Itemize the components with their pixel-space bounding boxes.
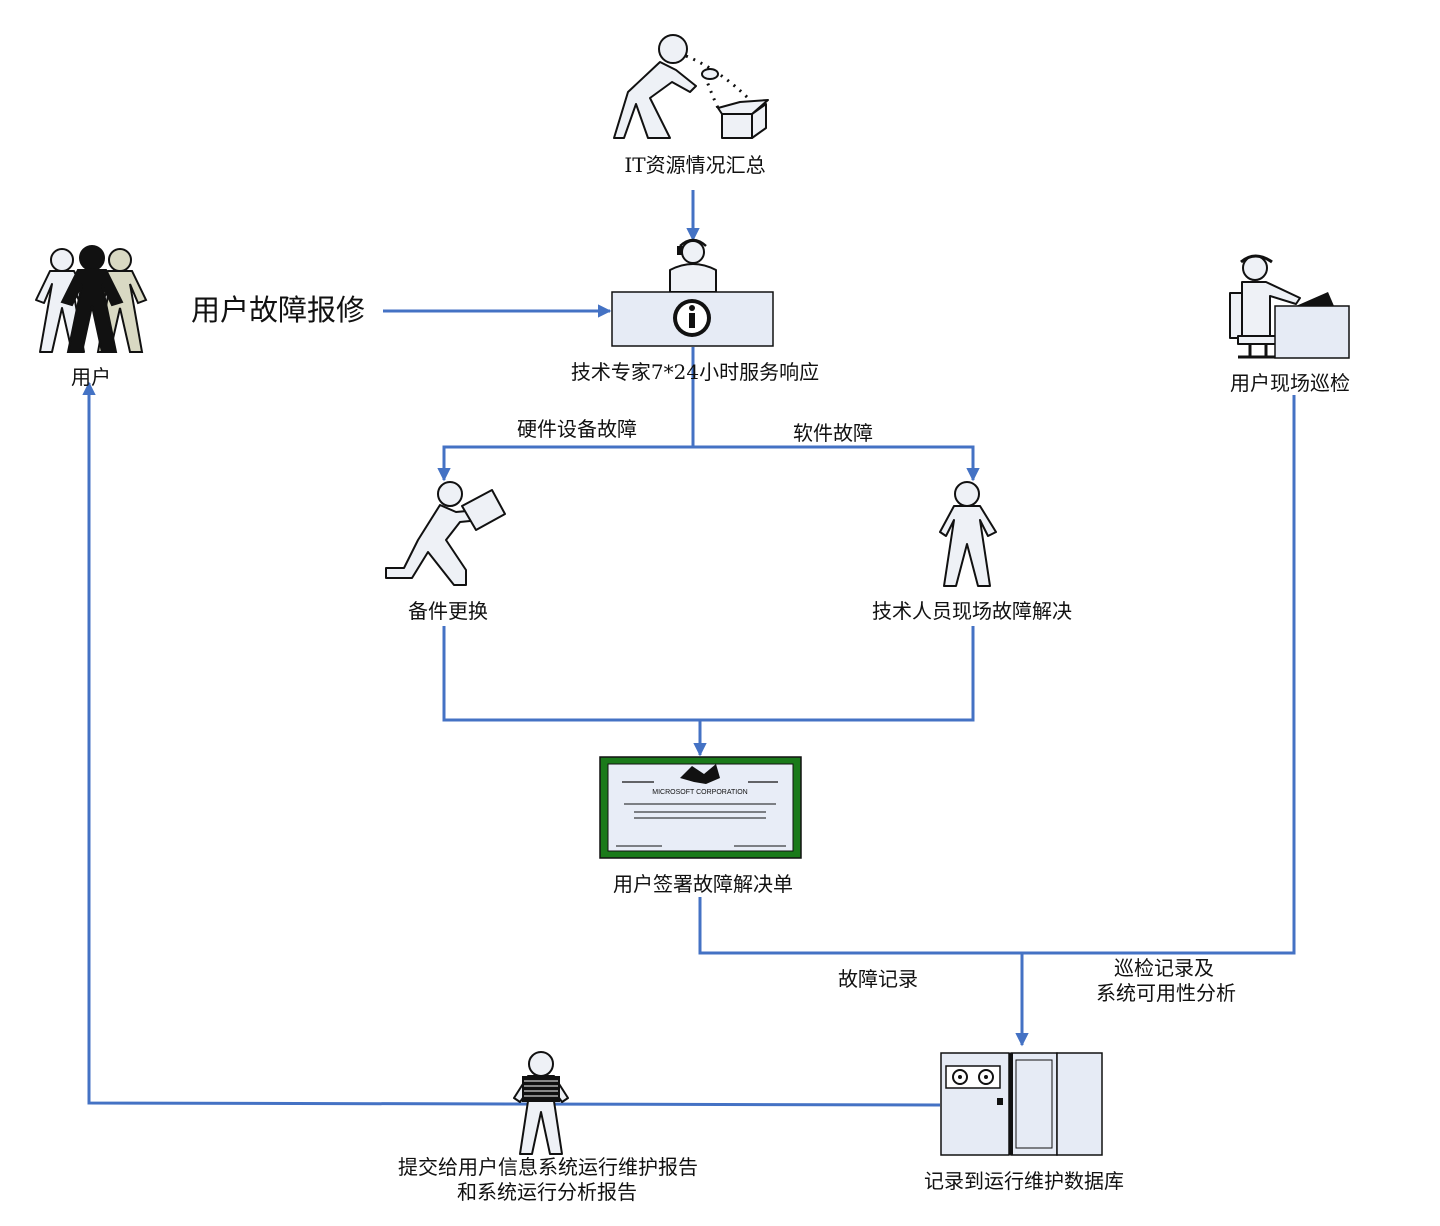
connector-tech-down [700,626,975,722]
label-user: 用户 [71,365,111,389]
label-spare-replace: 备件更换 [408,599,488,623]
label-inspect-line2: 系统可用性分析 [1096,981,1236,1005]
certificate-icon: MICROSOFT CORPORATION [599,756,802,859]
connector-certificate-to-db-line [698,395,1296,955]
box-inspector-icon [613,34,769,139]
label-onsite-fix: 技术人员现场故障解决 [872,599,1072,623]
label-sign-form: 用户签署故障解决单 [613,872,793,896]
runner-icon [385,481,506,586]
label-hardware-fault: 硬件设备故障 [517,417,637,441]
label-software-fault: 软件故障 [793,421,873,445]
workstation-icon [1229,254,1350,359]
certificate-text: MICROSOFT CORPORATION [652,789,747,796]
connectors [82,190,1296,1107]
label-db-record: 记录到运行维护数据库 [924,1169,1124,1193]
label-it-summary: IT资源情况汇总 [624,153,765,177]
label-user-report: 用户故障报修 [191,293,365,327]
label-onsite-inspection: 用户现场巡检 [1230,371,1350,395]
technician-icon [939,481,997,587]
connector-spare-down [442,626,700,722]
label-expert-service: 技术专家7*24小时服务响应 [571,360,819,384]
label-report-line2: 和系统运行分析报告 [457,1180,637,1204]
user-group-icon [35,245,148,353]
connector-database-to-user [82,381,941,1107]
reporter-icon [513,1051,569,1155]
label-inspect-line1: 巡检记录及 [1114,956,1214,980]
connector-branch-to-spare [437,445,693,482]
server-rack-icon [940,1052,1103,1156]
label-fault-record: 故障记录 [838,967,918,991]
label-report-line1: 提交给用户信息系统运行维护报告 [398,1155,698,1179]
helpdesk-icon [611,238,774,347]
connector-branch-to-tech [693,445,980,482]
